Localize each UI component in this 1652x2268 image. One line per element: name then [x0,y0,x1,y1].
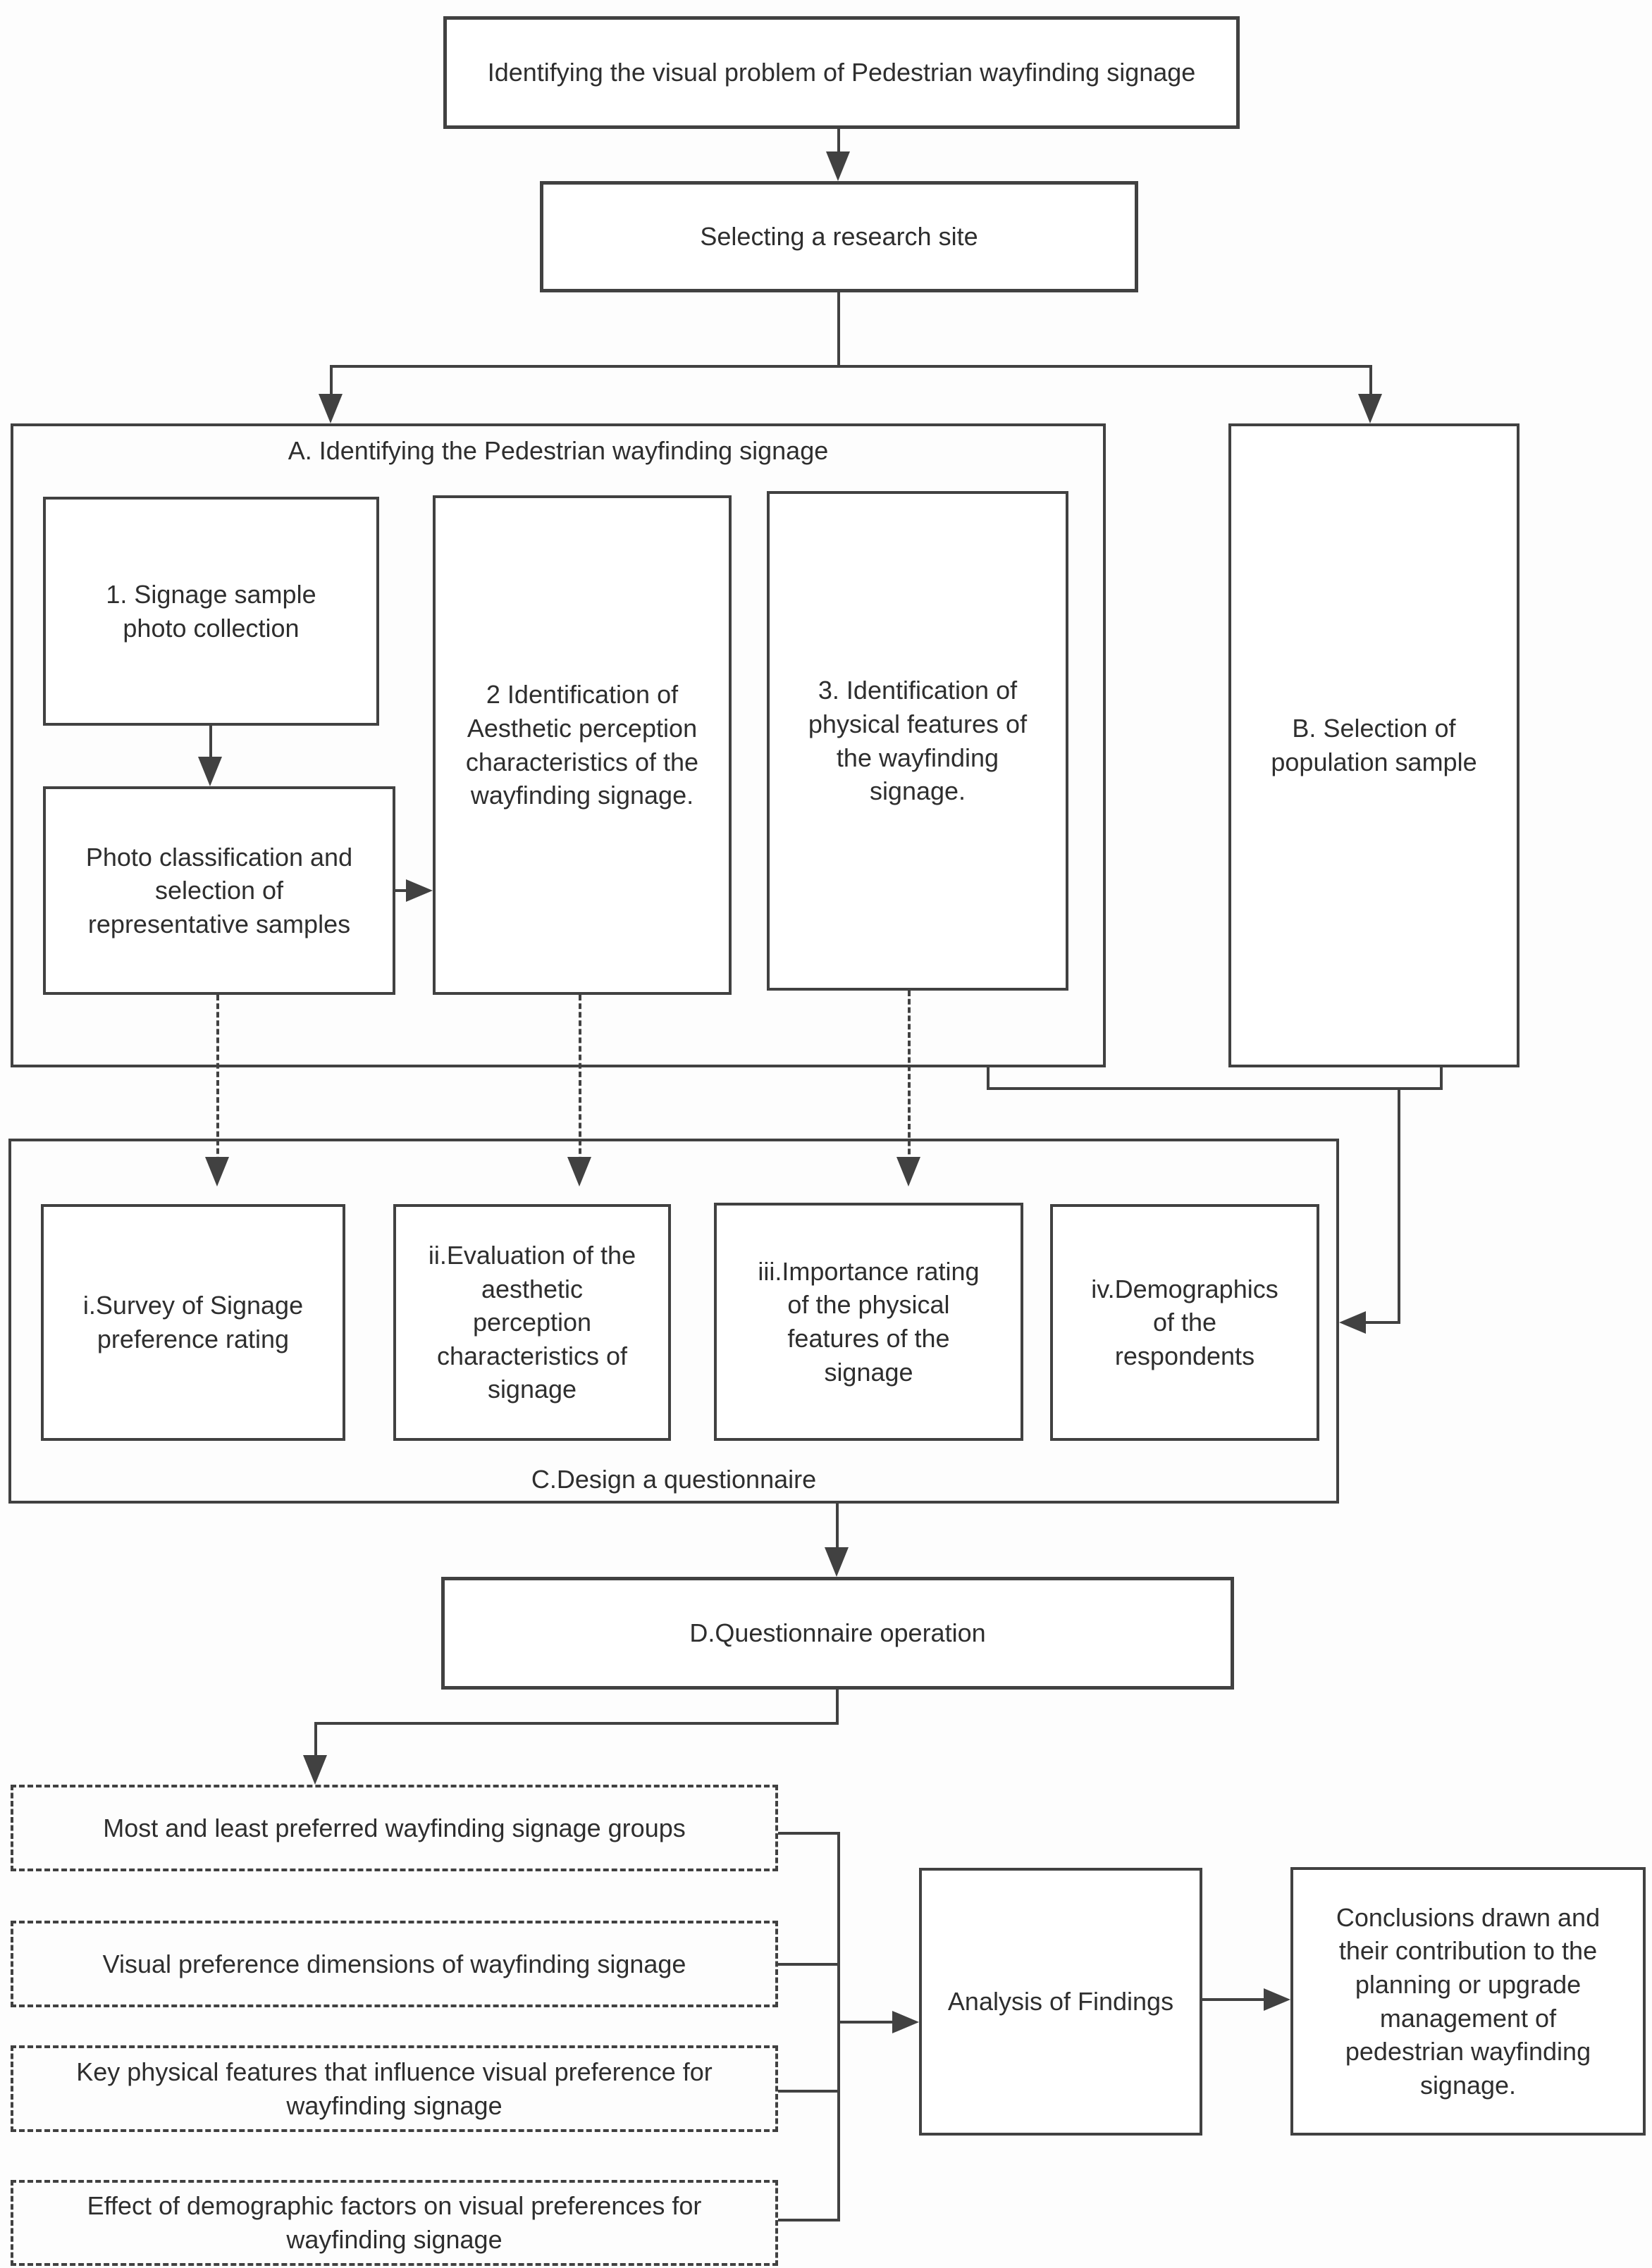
node-importance-rating: iii.Importance rating of the physical fe… [714,1203,1023,1441]
node-analysis: Analysis of Findings [919,1868,1202,2136]
node-questionnaire-operation: D.Questionnaire operation [441,1577,1234,1690]
connector-a3-c-dashed-line [908,991,911,1171]
node-questionnaire-operation-label: D.Questionnaire operation [689,1618,986,1648]
node-analysis-label: Analysis of Findings [947,1987,1174,2016]
connector-a1b-c-dashed-line [216,995,219,1171]
section-a-title: A. Identifying the Pedestrian wayfinding… [288,436,829,465]
arrow-right-icon [892,2011,919,2033]
node-aesthetic-identification-label: 2 Identification of Aesthetic perception… [465,680,699,810]
node-physical-identification-label: 3. Identification of physical features o… [808,676,1028,806]
node-survey-preference: i.Survey of Signage preference rating [41,1204,345,1441]
node-demographics: iv.Demographics of the respondents [1050,1204,1319,1441]
arrow-down-icon [198,757,222,786]
connector-collector-line [837,1832,840,2221]
connector-split-left-line [330,365,333,397]
node-output-preference-dimensions: Visual preference dimensions of wayfindi… [11,1921,778,2007]
node-output-preferred-groups-label: Most and least preferred wayfinding sign… [103,1813,686,1842]
node-photo-classification-label: Photo classification and selection of re… [85,842,353,938]
arrow-right-icon [406,879,433,902]
arrow-down-icon [567,1157,591,1186]
node-signage-sample-label: 1. Signage sample photo collection [106,579,316,643]
node-aesthetic-identification: 2 Identification of Aesthetic perception… [433,495,732,995]
node-output-key-features-label: Key physical features that influence vis… [76,2057,713,2120]
connector-bracket-line [987,1087,1443,1090]
connector-out1-stub-line [778,1832,840,1835]
section-c-title: C.Design a questionnaire [531,1465,817,1494]
arrow-down-icon [1358,394,1382,423]
node-signage-sample: 1. Signage sample photo collection [43,497,379,726]
node-demographics-label: iv.Demographics of the respondents [1091,1274,1278,1370]
node-aesthetic-evaluation-label: ii.Evaluation of the aesthetic perceptio… [428,1241,636,1404]
node-problem: Identifying the visual problem of Pedest… [443,16,1240,129]
node-site-label: Selecting a research site [700,222,978,252]
connector-d-left-line [314,1722,839,1725]
node-photo-classification: Photo classification and selection of re… [43,786,395,995]
node-aesthetic-evaluation: ii.Evaluation of the aesthetic perceptio… [393,1204,671,1441]
node-population-sample-label: B. Selection of population sample [1271,714,1477,776]
node-output-preference-dimensions-label: Visual preference dimensions of wayfindi… [102,1949,686,1978]
node-survey-preference-label: i.Survey of Signage preference rating [82,1291,304,1353]
connector-out3-stub-line [778,2090,840,2093]
arrow-left-icon [1339,1311,1366,1334]
connector-d-outputs-line [314,1722,317,1758]
node-output-demographic-effect: Effect of demographic factors on visual … [11,2180,778,2266]
connector-collector-analysis-line [839,2021,895,2024]
node-output-demographic-effect-label: Effect of demographic factors on visual … [87,2191,702,2254]
arrow-down-icon [826,151,850,181]
node-conclusions-label: Conclusions drawn and their contribution… [1336,1902,1601,2100]
connector-split-right-line [1369,365,1372,397]
arrow-down-icon [896,1157,920,1186]
connector-a1b-a2-line [395,889,409,892]
node-importance-rating-label: iii.Importance rating of the physical fe… [758,1256,980,1387]
connector-analysis-conclusions-line [1202,1998,1267,2001]
arrow-down-icon [825,1547,849,1577]
arrow-down-icon [319,394,343,423]
connector-b-bracket-stub-line [1440,1067,1443,1090]
connector-site-split-line [837,292,840,368]
connector-d-stub-line [836,1690,839,1725]
node-population-sample: B. Selection of population sample [1228,423,1520,1067]
node-problem-label: Identifying the visual problem of Pedest… [487,58,1196,87]
node-conclusions: Conclusions drawn and their contribution… [1290,1867,1646,2136]
connector-out4-stub-line [778,2219,840,2221]
arrow-down-icon [303,1755,327,1785]
section-c-container: C.Design a questionnaire [8,1139,1339,1504]
arrow-down-icon [205,1157,229,1186]
connector-b-into-c-line [1362,1321,1400,1324]
node-output-preferred-groups: Most and least preferred wayfinding sign… [11,1785,778,1871]
connector-a-bracket-stub-line [987,1067,990,1090]
connector-a2-c-dashed-line [579,995,581,1171]
section-a-container: A. Identifying the Pedestrian wayfinding… [11,423,1106,1067]
connector-c-d-line [836,1504,839,1550]
connector-problem-site-line [837,129,840,157]
connector-b-descent-line [1398,1087,1400,1324]
arrow-right-icon [1264,1988,1290,2011]
connector-a1-a1b-line [209,726,212,760]
node-physical-identification: 3. Identification of physical features o… [767,491,1068,991]
node-output-key-features: Key physical features that influence vis… [11,2045,778,2132]
connector-out2-stub-line [778,1963,840,1966]
connector-split-line [331,365,1372,368]
node-site: Selecting a research site [540,181,1138,292]
